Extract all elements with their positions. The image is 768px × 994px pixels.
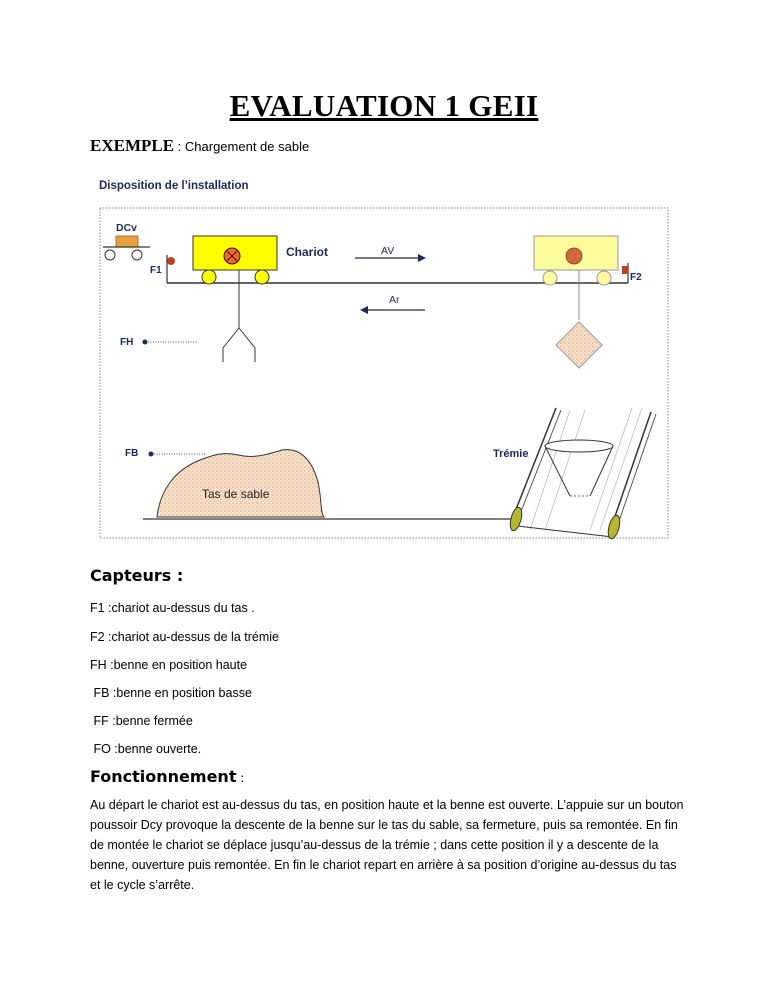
example-line: EXEMPLE : Chargement de sable: [90, 136, 309, 156]
capteur-item: FB :benne en position basse: [90, 686, 252, 700]
capteur-item: FH :benne en position haute: [90, 658, 248, 672]
f1-label: F1: [150, 265, 162, 276]
fonctionnement-text: Au départ le chariot est au-dessus du ta…: [90, 798, 684, 892]
dcv-button[interactable]: [115, 235, 139, 248]
chariot-wheel: [201, 269, 217, 285]
arrow-left-icon: [360, 306, 368, 314]
roller-right: [607, 514, 621, 540]
fh-label: FH: [120, 337, 133, 348]
tas-label: Tas de sable: [202, 487, 270, 501]
capteur-item: FF :benne fermée: [90, 714, 193, 728]
capteurs-heading: Capteurs :: [90, 566, 184, 585]
capteur-item: F2 :chariot au-dessus de la trémie: [90, 630, 279, 644]
roller-left: [509, 506, 523, 532]
example-label: EXEMPLE: [90, 136, 175, 155]
document-title: EVALUATION 1 GEII: [229, 88, 539, 123]
f2-sensor-icon: [622, 266, 628, 274]
benne-open: [222, 327, 256, 362]
diagram-frame: [99, 207, 669, 539]
diagram-heading: Disposition de l’installation: [99, 180, 249, 192]
capteur-item: FO :benne ouverte.: [90, 742, 202, 756]
motor-ghost-icon: [565, 247, 583, 265]
tremie-hopper: [544, 439, 614, 453]
dcv-label: DCv: [116, 222, 137, 234]
arrow-right-icon: [418, 254, 426, 262]
fonctionnement-colon: :: [236, 771, 245, 785]
sand-pile: [156, 449, 326, 518]
benne-closed-ghost: [555, 321, 603, 369]
chariot-label: Chariot: [286, 245, 328, 259]
f1-sensor-icon: [167, 257, 175, 265]
tremie-label: Trémie: [493, 448, 528, 460]
capteur-item: F1 :chariot au-dessus du tas .: [90, 601, 255, 615]
chariot-wheel: [254, 269, 270, 285]
fonctionnement-heading: Fonctionnement :: [90, 767, 244, 786]
example-text: : Chargement de sable: [174, 139, 310, 154]
f2-label: F2: [630, 272, 642, 283]
installation-diagram: Disposition de l’installation DCv F1 Cha…: [99, 180, 669, 540]
fonctionnement-title: Fonctionnement: [90, 767, 237, 786]
ar-label: Ar: [389, 294, 400, 306]
fb-label: FB: [125, 448, 138, 459]
av-label: AV: [381, 245, 394, 257]
